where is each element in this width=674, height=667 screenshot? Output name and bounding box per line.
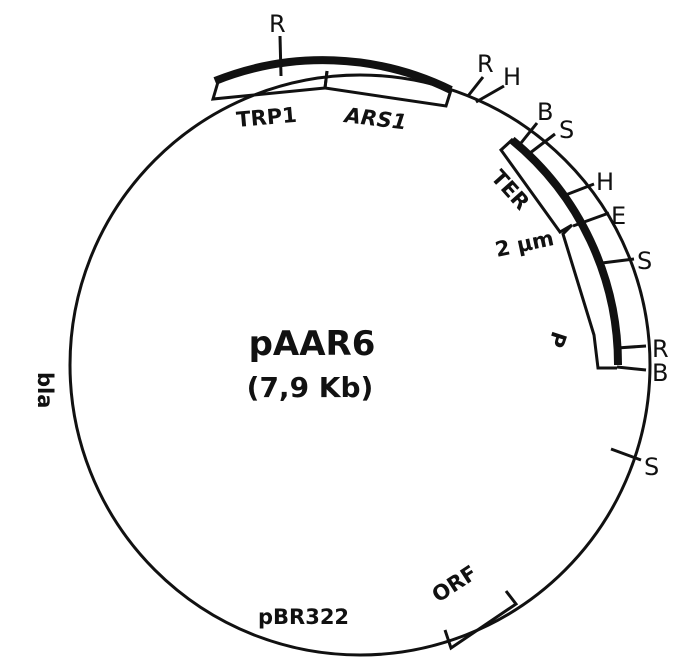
label-two-micron: 2 µm xyxy=(493,226,556,262)
label-promoter: P xyxy=(543,328,571,350)
plasmid-size: (7,9 Kb) xyxy=(247,371,374,404)
ter-box xyxy=(499,137,573,234)
trp1-ars1-thick-arc xyxy=(213,56,453,94)
site-h-mid: H xyxy=(596,168,614,196)
orf-box xyxy=(443,590,519,651)
site-r-top: R xyxy=(269,10,286,38)
label-orf: ORF xyxy=(428,561,482,607)
right-thick-arc xyxy=(509,136,623,366)
tick-b-upper xyxy=(519,122,539,144)
site-s-mid: S xyxy=(637,247,652,275)
tick-e-mid xyxy=(572,211,610,228)
two-micron-p-box xyxy=(561,223,617,370)
label-pbr322: pBR322 xyxy=(258,605,349,629)
tick-s-upper xyxy=(529,132,556,155)
tick-r-top xyxy=(278,35,283,77)
tick-r-upper-right xyxy=(466,76,485,97)
label-ter: TER xyxy=(486,165,534,214)
ars1-box xyxy=(323,70,453,108)
restriction-ticks xyxy=(278,35,647,462)
plasmid-name: pAAR6 xyxy=(249,324,376,364)
site-r-upper-right: R xyxy=(477,50,494,78)
site-e-mid: E xyxy=(611,202,626,230)
site-s-upper: S xyxy=(559,116,574,144)
site-b-upper: B xyxy=(537,98,553,126)
tick-b-right xyxy=(616,365,647,372)
site-b-right: B xyxy=(652,359,668,387)
site-r-right: R xyxy=(652,335,669,363)
label-trp1: TRP1 xyxy=(235,103,297,132)
tick-r-right xyxy=(616,344,647,350)
site-h-upper-right: H xyxy=(503,63,521,91)
label-ars1: ARS1 xyxy=(341,103,408,135)
tick-h-upper-right xyxy=(475,84,505,104)
tick-s-lower xyxy=(610,447,642,462)
tick-h-mid xyxy=(562,182,595,198)
label-bla: bla xyxy=(33,372,57,408)
plasmid-backbone xyxy=(68,73,652,657)
tick-s-mid xyxy=(601,257,635,265)
site-s-lower: S xyxy=(644,453,659,481)
